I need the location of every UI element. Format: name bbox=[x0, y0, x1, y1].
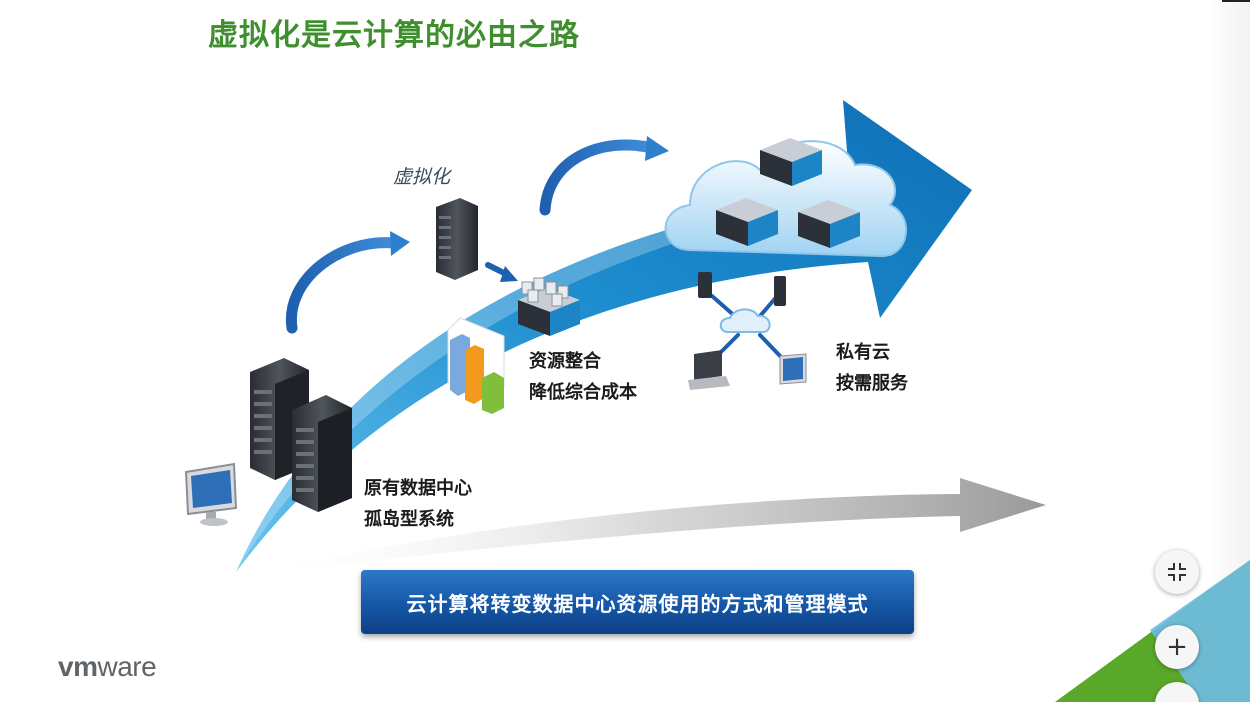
slide-title: 虚拟化是云计算的必由之路 bbox=[208, 18, 580, 53]
stage3-line2: 按需服务 bbox=[836, 373, 908, 394]
network-hub bbox=[688, 272, 807, 390]
exit-fullscreen-icon bbox=[1168, 563, 1186, 581]
zoom-in-button[interactable]: + bbox=[1155, 625, 1199, 669]
stage1-line2: 孤岛型系统 bbox=[364, 509, 454, 530]
virtual-server bbox=[436, 198, 478, 280]
stage2-line2: 降低综合成本 bbox=[529, 382, 637, 403]
small-arrow bbox=[485, 262, 518, 282]
stage1-line1: 原有数据中心 bbox=[364, 478, 472, 499]
shadow-arrow bbox=[250, 478, 1046, 575]
consolidated-host bbox=[518, 277, 580, 336]
cloud-host-right bbox=[798, 200, 860, 248]
private-cloud bbox=[664, 138, 907, 258]
stage3-line1: 私有云 bbox=[836, 342, 890, 363]
server-rack-right bbox=[292, 395, 352, 512]
partial-control-button[interactable] bbox=[1155, 682, 1199, 702]
stage2-label: 资源整合 降低综合成本 bbox=[529, 346, 637, 408]
stage1-label: 原有数据中心 孤岛型系统 bbox=[364, 473, 472, 535]
vmware-logo: vmware bbox=[58, 651, 157, 683]
exit-fullscreen-button[interactable] bbox=[1155, 550, 1199, 594]
stage3-label: 私有云 按需服务 bbox=[836, 337, 908, 399]
logo-vm: vm bbox=[58, 651, 98, 682]
cloud-host-left bbox=[716, 198, 778, 246]
summary-banner: 云计算将转变数据中心资源使用的方式和管理模式 bbox=[361, 570, 914, 634]
cloud-host-top bbox=[760, 138, 822, 186]
corner-line bbox=[1222, 0, 1250, 2]
logo-ware: ware bbox=[97, 651, 157, 682]
cost-bar-chart bbox=[447, 317, 505, 414]
curve-arrow-2 bbox=[539, 136, 669, 216]
monitor-icon bbox=[184, 462, 238, 526]
curve-arrow-1 bbox=[285, 231, 410, 334]
virtualization-label: 虚拟化 bbox=[393, 166, 451, 188]
plus-icon: + bbox=[1166, 632, 1188, 662]
stage2-line1: 资源整合 bbox=[529, 351, 601, 372]
corner-decoration bbox=[1055, 560, 1250, 702]
